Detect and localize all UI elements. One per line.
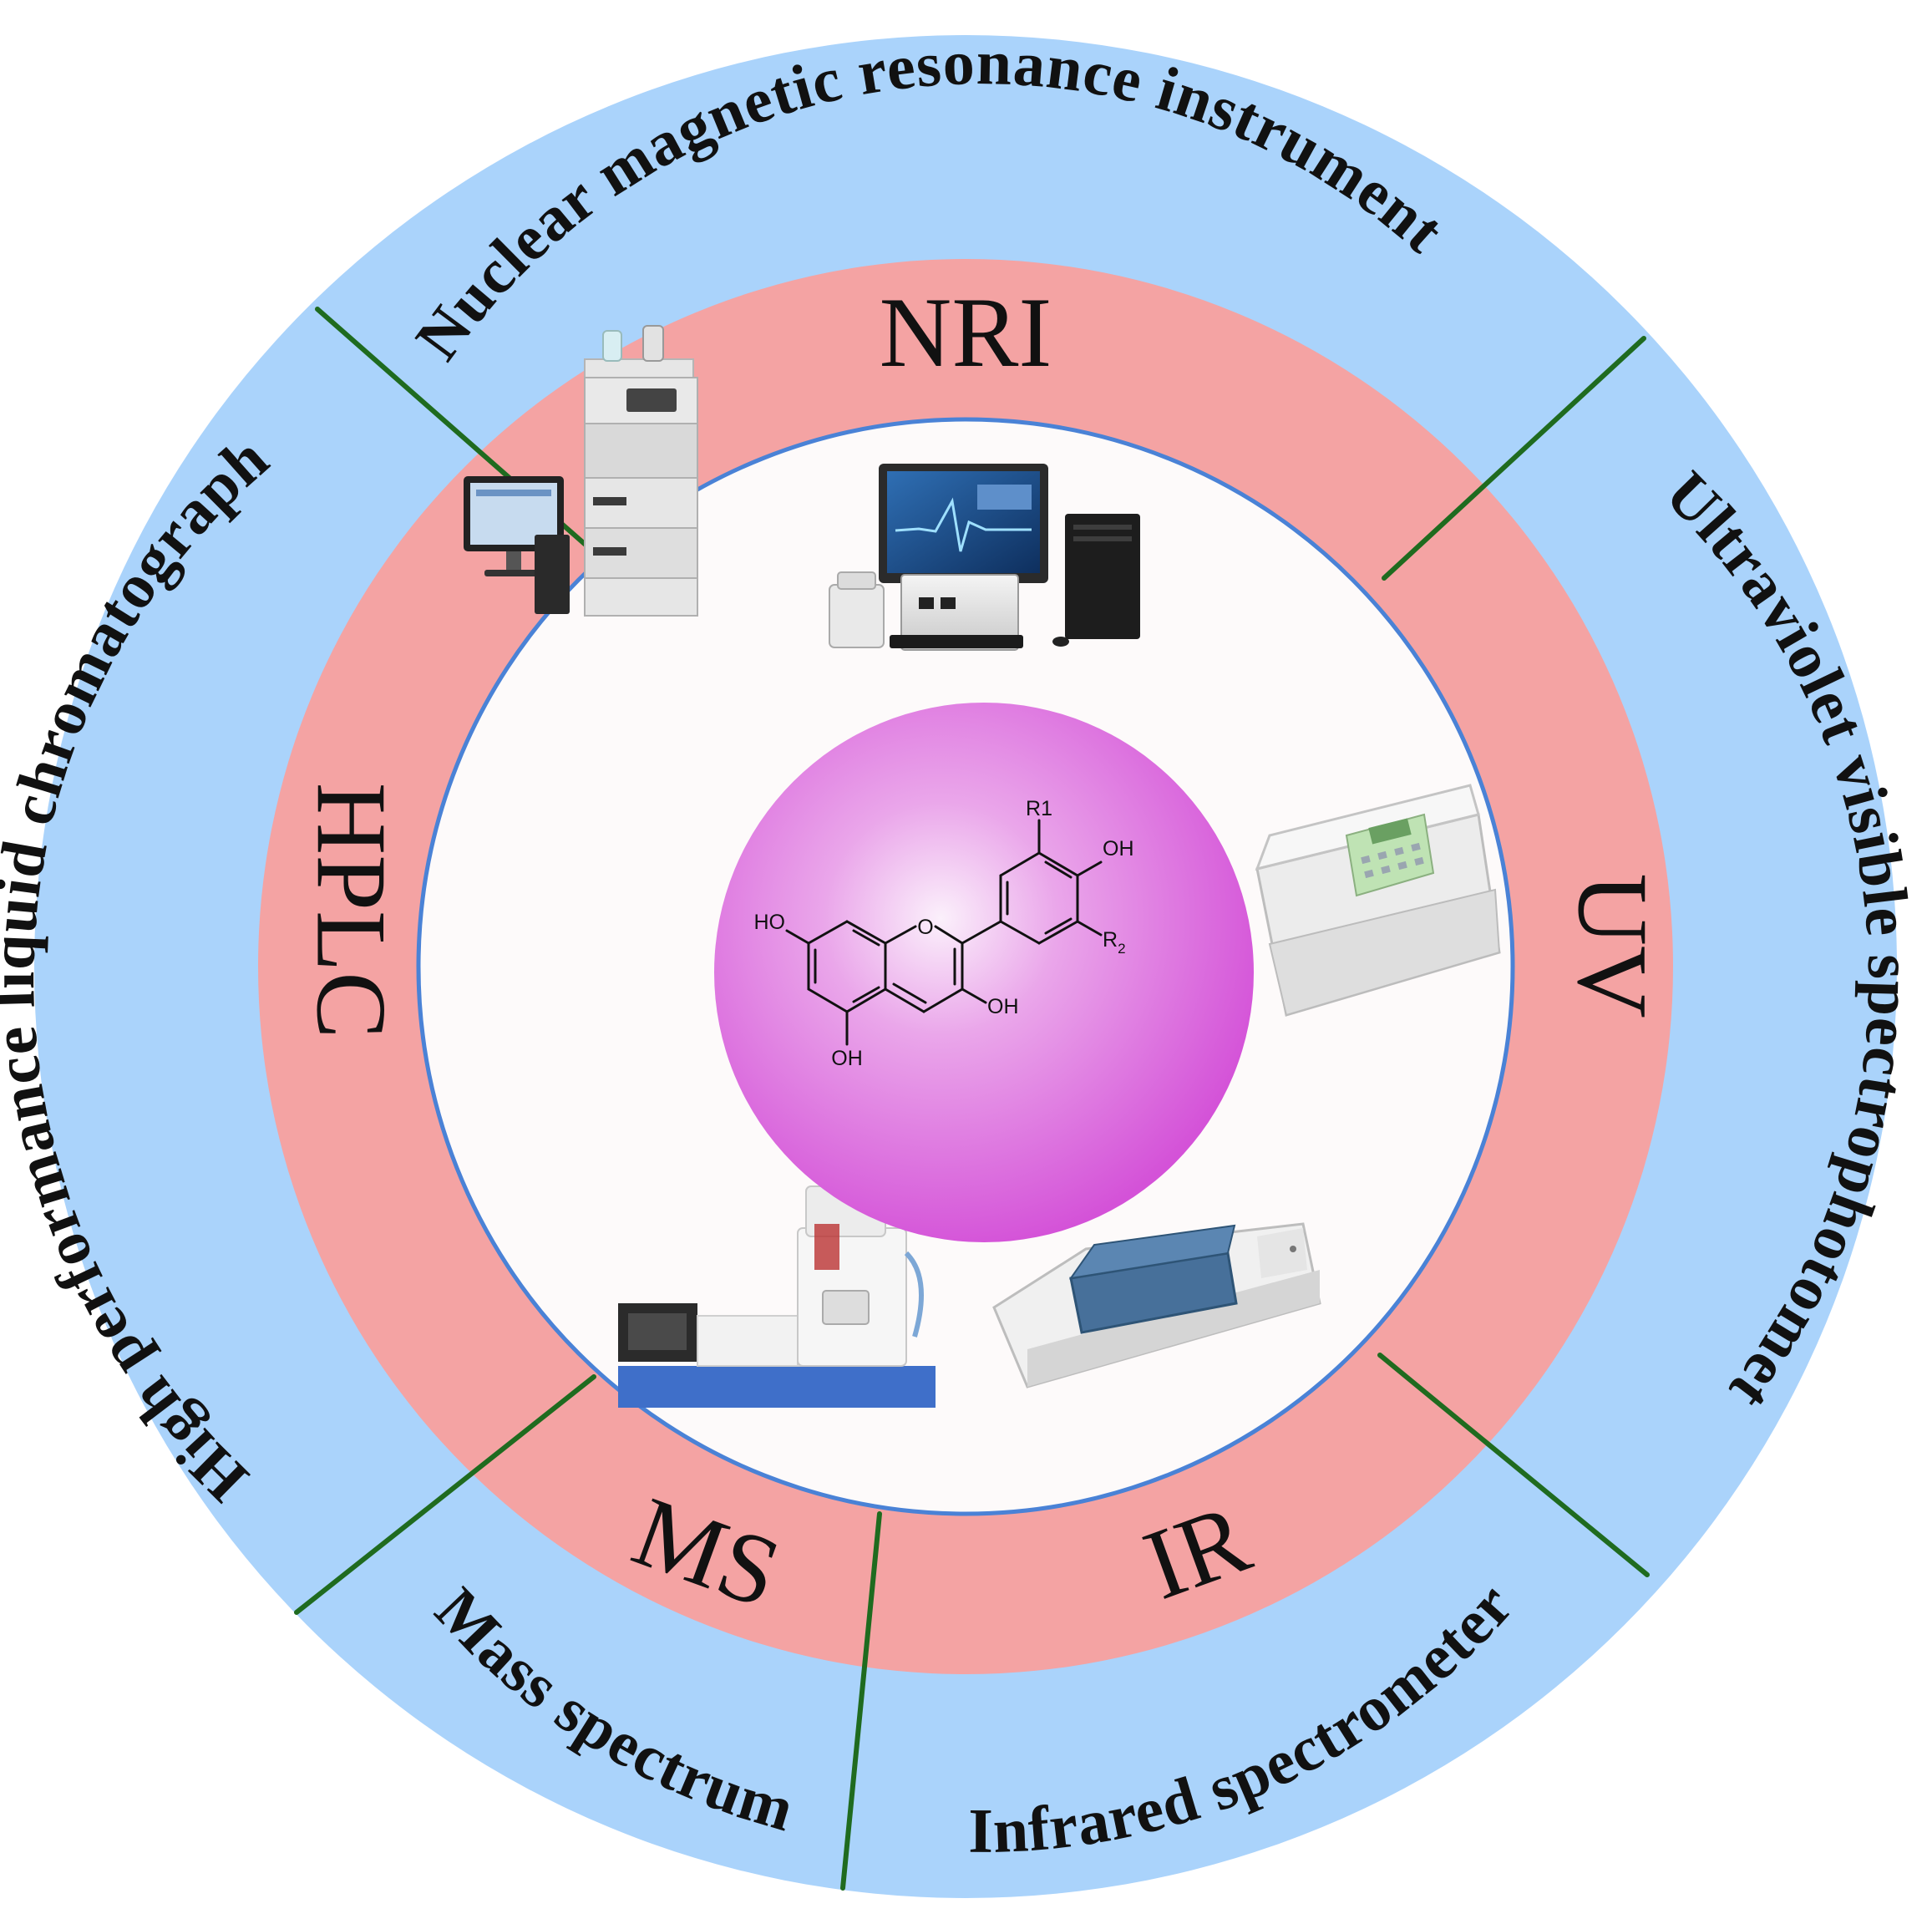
- nmr-instrument-image: [829, 464, 1140, 651]
- mol-label-r2: R2: [1103, 928, 1126, 957]
- ir-instrument-image: [992, 1222, 1321, 1388]
- abbr-hplc: HPLC: [296, 783, 407, 1039]
- mol-label-4p-oh: OH: [1103, 837, 1134, 860]
- mol-label-r2-base: R: [1103, 928, 1118, 952]
- divider-nmr-uv: [1382, 336, 1646, 581]
- mol-label-5-oh: OH: [831, 1047, 863, 1070]
- uv-instrument-image: [1255, 784, 1501, 1017]
- mol-label-7-oh: HO: [754, 911, 786, 934]
- divider-ms-hplc: [294, 1374, 596, 1615]
- anthocyanidin-structure: [785, 819, 1103, 1046]
- mol-label-r2-sub: 2: [1118, 941, 1125, 957]
- divider-ir-ms: [840, 1511, 882, 1891]
- mol-label-r1: R1: [1026, 797, 1052, 820]
- mol-label-3-oh: OH: [987, 995, 1019, 1018]
- abbr-nmr: NRI: [880, 277, 1052, 388]
- abbr-uv: UV: [1557, 873, 1668, 1018]
- mol-label-ring-o: O: [917, 916, 933, 939]
- divider-uv-ir: [1377, 1353, 1650, 1577]
- molecule-sphere: [714, 703, 1254, 1242]
- hplc-instrument-image: [464, 325, 698, 617]
- section-dividers: [294, 307, 1650, 1891]
